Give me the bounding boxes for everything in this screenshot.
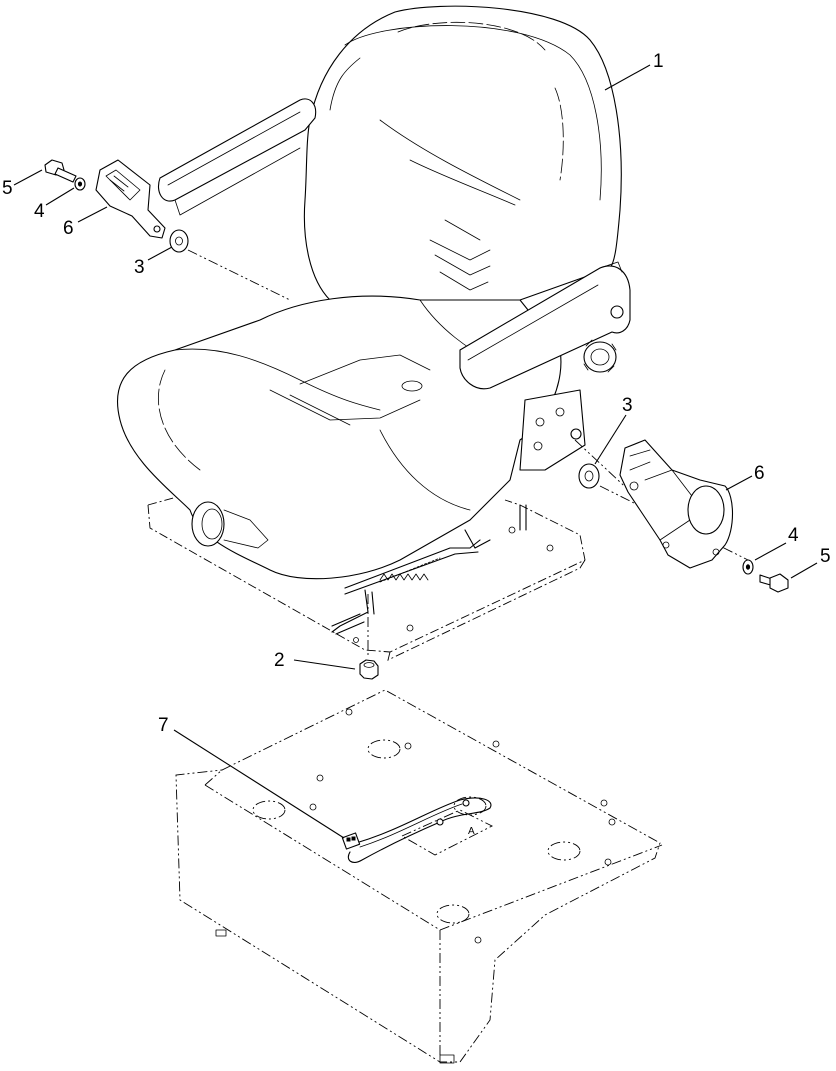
belt-retractor-right	[619, 439, 733, 569]
callout-belt-right: 6	[754, 463, 765, 484]
spacer-left	[169, 229, 189, 253]
seat-slide-rail	[331, 504, 527, 635]
adjust-knob	[583, 339, 617, 373]
seat-belt-right-assembly	[574, 439, 789, 593]
wire-harness: A	[341, 797, 492, 863]
bolt-left	[44, 159, 77, 183]
callout-bolt-left: 5	[2, 178, 13, 199]
callout-seat: 1	[653, 51, 664, 72]
seat-platform	[175, 689, 663, 1064]
seat	[116, 5, 631, 581]
bolt-right	[759, 573, 789, 593]
belt-buckle-left	[95, 159, 166, 239]
callout-bolt-right: 5	[820, 546, 831, 567]
callout-belt-left: 6	[63, 218, 74, 239]
harness-tag: A	[468, 826, 475, 837]
callout-washer-left: 4	[34, 201, 45, 222]
spacer-right	[578, 463, 600, 489]
callout-nut: 2	[274, 650, 285, 671]
nut	[359, 594, 379, 680]
callout-spacer-left: 3	[134, 257, 145, 278]
callout-washer-right: 4	[788, 525, 799, 546]
callout-spacer-right: 3	[622, 395, 633, 416]
seat-belt-left-assembly	[44, 159, 291, 301]
seat-mount-plate	[147, 491, 586, 661]
fore-aft-knob	[191, 501, 269, 549]
callouts: 1 5 4 6 3 3 6 4 5 2 7	[2, 51, 831, 839]
callout-harness: 7	[158, 715, 169, 736]
